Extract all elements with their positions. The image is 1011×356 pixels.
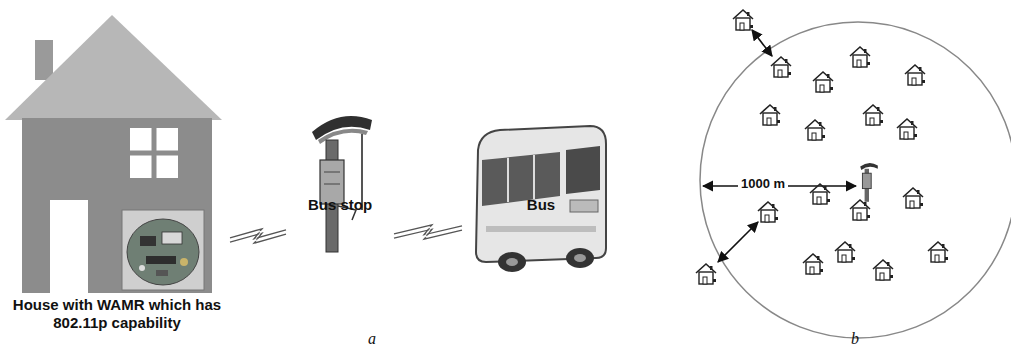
zigzag-stroke xyxy=(394,225,462,235)
wireless-link xyxy=(230,229,286,243)
zigzag-stroke xyxy=(230,233,286,243)
house-node: House with WAMR which has 802.11p capabi… xyxy=(8,0,226,345)
zigzag-core xyxy=(394,227,462,237)
panel-letter: b xyxy=(851,330,859,348)
wireless-link xyxy=(394,225,462,239)
bus-stop-illustration xyxy=(312,116,372,252)
bus-node: Bus xyxy=(466,100,616,345)
distance-label: 1000 m xyxy=(738,176,788,191)
coverage-area xyxy=(696,10,1011,338)
zigzag-stroke xyxy=(394,229,462,239)
house-illustration xyxy=(5,15,222,293)
node-caption: House with WAMR which has 802.11p capabi… xyxy=(8,296,226,332)
zigzag-stroke xyxy=(230,229,286,239)
bus-stop-node: Bus stop xyxy=(290,100,390,345)
panel-letter: a xyxy=(368,330,376,348)
zigzag-core xyxy=(230,231,286,241)
node-caption: Bus xyxy=(466,196,616,214)
node-caption: Bus stop xyxy=(290,196,390,214)
